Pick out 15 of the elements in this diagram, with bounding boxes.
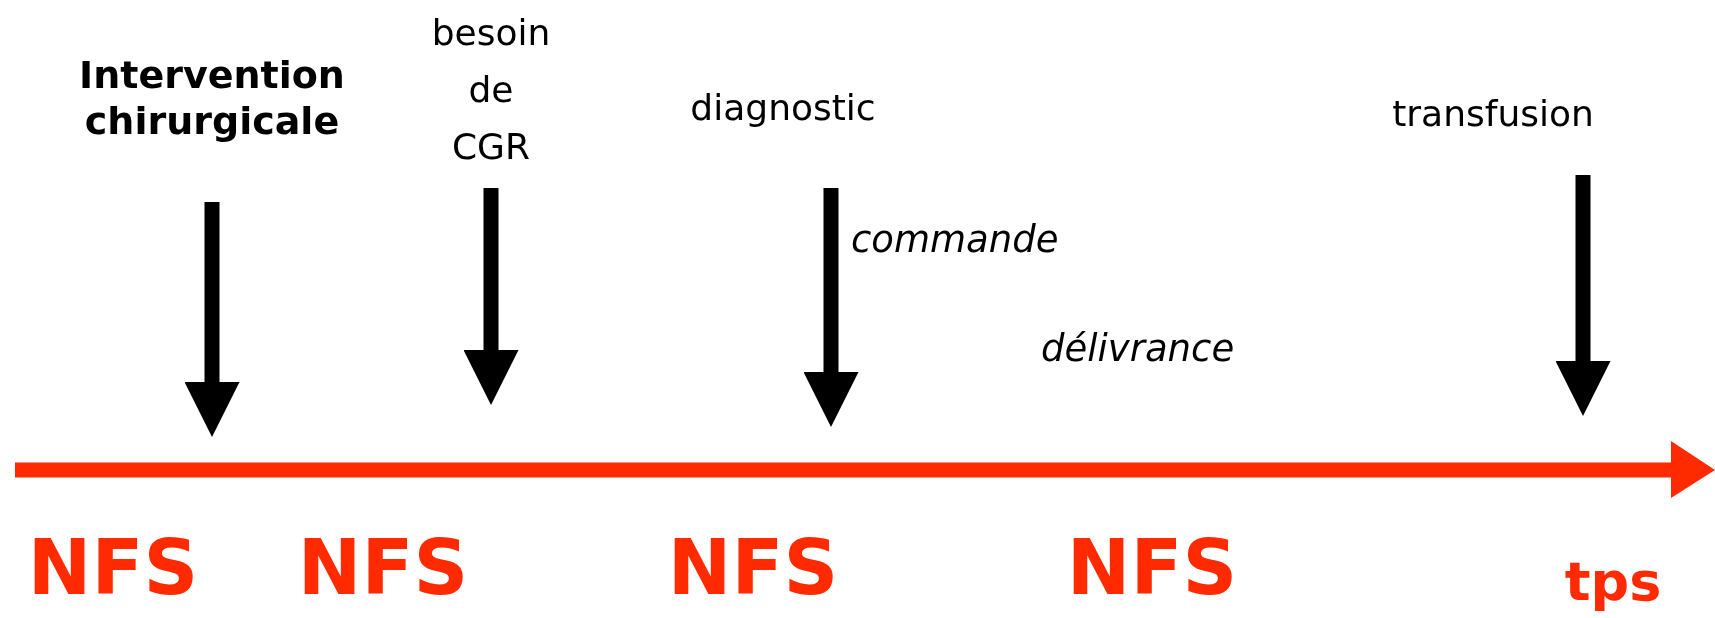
axis-label: NFS [297,526,469,610]
arrow [1555,175,1611,416]
arrow [184,202,240,437]
axis-label: NFS [27,526,199,610]
step-label: délivrance [1041,329,1235,370]
event-label: besoin de CGR [430,11,552,169]
event-label: diagnostic [690,86,876,130]
event-label: Intervention chirurgicale [78,52,346,144]
arrow [803,188,859,427]
axis-label: NFS [667,526,839,610]
step-label: commande [851,220,1059,261]
axis-label: NFS [1066,526,1238,610]
arrow [463,188,519,405]
event-label: transfusion [1392,92,1594,136]
axis-label: tps [1564,552,1662,612]
